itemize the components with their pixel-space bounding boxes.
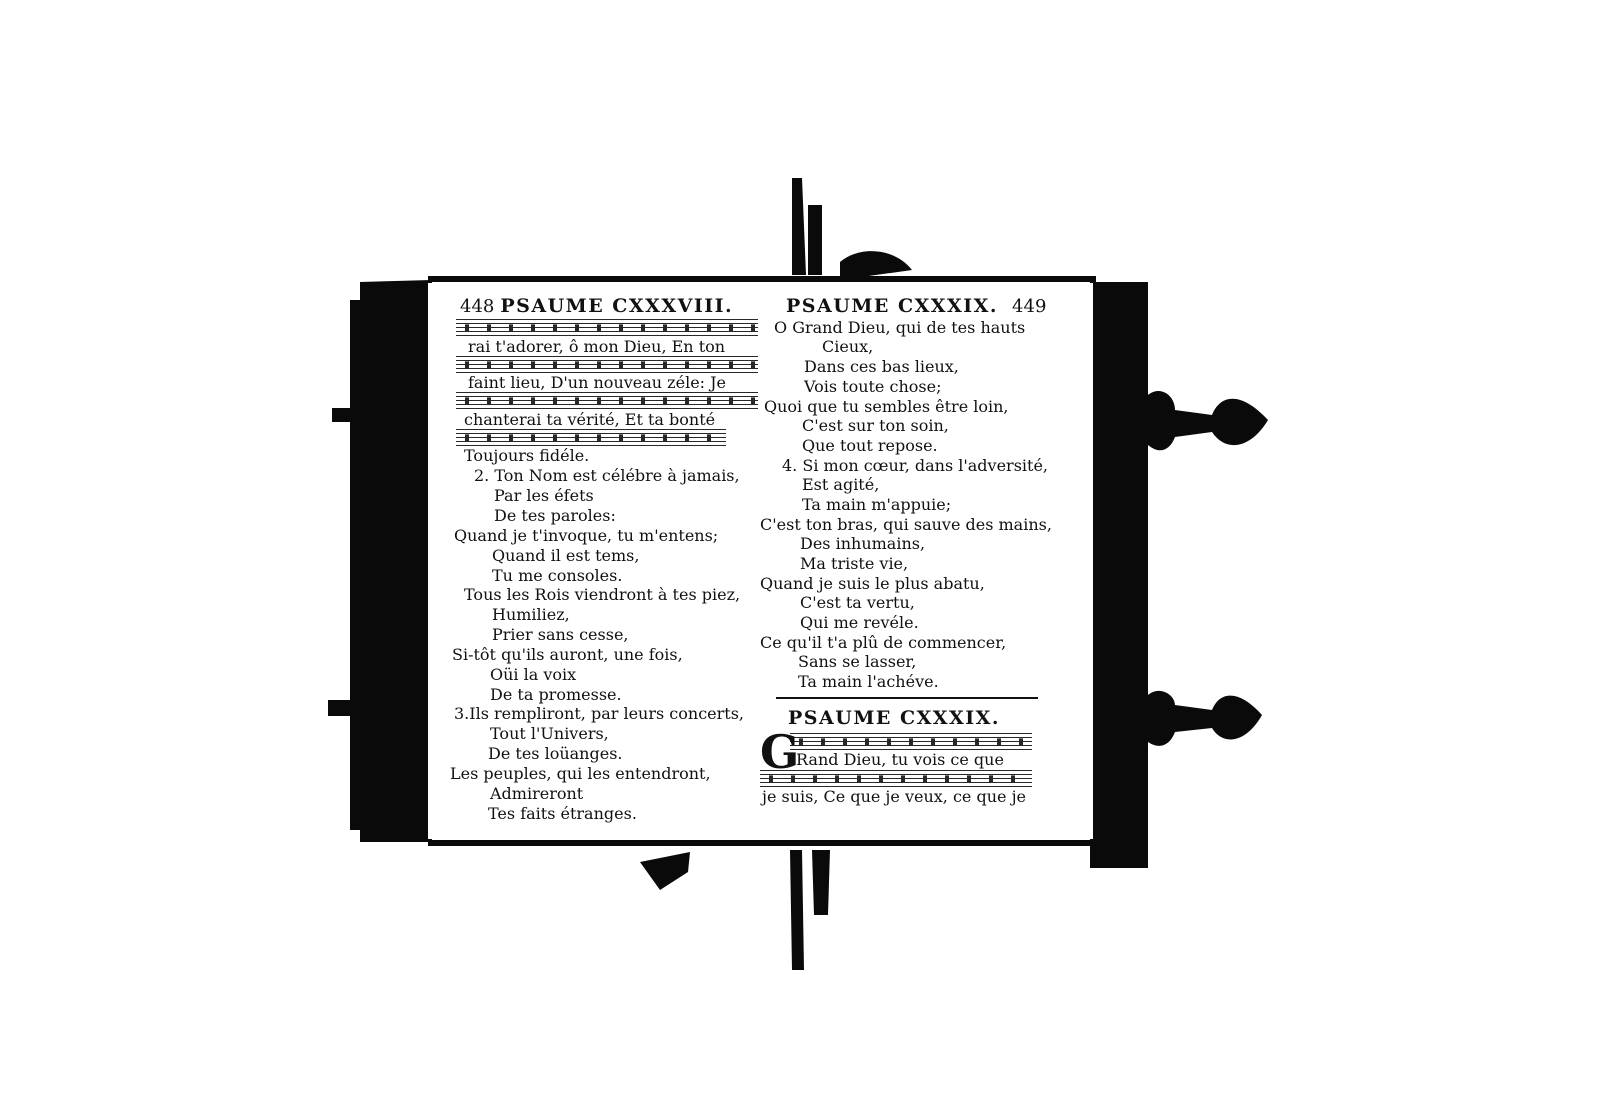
text-line: Quand je suis le plus abatu, [760,574,985,593]
text-line: C'est sur ton soin, [802,416,949,435]
left-page-number: 448 [460,296,495,317]
text-line: je suis, Ce que je veux, ce que je [762,787,1026,806]
text-line: Tout l'Univers, [490,724,609,743]
text-line: faint lieu, D'un nouveau zéle: Je [468,373,727,392]
text-line: Est agité, [802,475,880,494]
text-line: Tes faits étranges. [488,804,637,823]
text-line: Oüi la voix [490,665,577,684]
right-page: PSAUME CXXXIX. 449 O Grand Dieu, qui de t… [760,283,1093,839]
text-line: Ta main l'achéve. [798,672,939,691]
text-line: Les peuples, qui les entendront, [450,764,711,783]
music-staff [456,392,758,410]
text-line: Ma triste vie, [800,554,909,573]
text-line: De tes loüanges. [488,744,623,763]
text-line: Des inhumains, [800,534,926,553]
text-line: Que tout repose. [802,436,938,455]
text-line: Toujours fidéle. [464,446,590,465]
text-line: Prier sans cesse, [492,625,629,644]
text-line: Dans ces bas lieux, [804,357,959,376]
section-divider [776,697,1038,699]
text-line: Tu me consoles. [492,566,623,585]
left-running-title: PSAUME CXXXVIII. [500,295,734,317]
text-line: C'est ton bras, qui sauve des mains, [760,515,1052,534]
text-line: Tous les Rois viendront à tes piez, [464,585,741,604]
text-line: Qui me revéle. [800,613,919,632]
right-running-title: PSAUME CXXXIX. [786,295,999,317]
text-line: C'est ta vertu, [800,593,915,612]
text-line: Ce qu'il t'a plû de commencer, [760,633,1007,652]
text-line: Par les éfets [494,486,594,505]
text-line: Quand je t'invoque, tu m'entens; [454,526,719,545]
music-staff [456,356,758,374]
text-line: De ta promesse. [490,685,622,704]
text-line: Cieux, [822,337,874,356]
text-line: 4. Si mon cœur, dans l'adversité, [782,456,1049,475]
music-staff [790,733,1032,751]
right-page-number: 449 [1012,296,1047,317]
text-line: Rand Dieu, tu vois ce que [796,750,1004,769]
text-line: Vois toute chose; [804,377,942,396]
text-line: Sans se lasser, [798,652,917,671]
text-line: rai t'adorer, ô mon Dieu, En ton [468,337,726,356]
text-line: 2. Ton Nom est célébre à jamais, [474,466,740,485]
new-psalm-title: PSAUME CXXXIX. [788,707,1001,729]
text-line: chanterai ta vérité, Et ta bonté [464,410,716,429]
text-line: Ta main m'appuie; [802,495,952,514]
music-staff [456,319,758,337]
text-line: Humiliez, [492,605,570,624]
music-staff [456,429,726,447]
text-line: Quand il est tems, [492,546,640,565]
text-line: Admireront [490,784,584,803]
text-line: 3.Ils rempliront, par leurs concerts, [454,704,745,723]
text-line: De tes paroles: [494,506,616,525]
text-line: O Grand Dieu, qui de tes hauts [774,318,1026,337]
text-line: Si-tôt qu'ils auront, une fois, [452,645,683,664]
music-staff [760,770,1032,788]
right-running-header: PSAUME CXXXIX. 449 [786,295,1083,317]
text-line: Quoi que tu sembles être loin, [764,397,1009,416]
